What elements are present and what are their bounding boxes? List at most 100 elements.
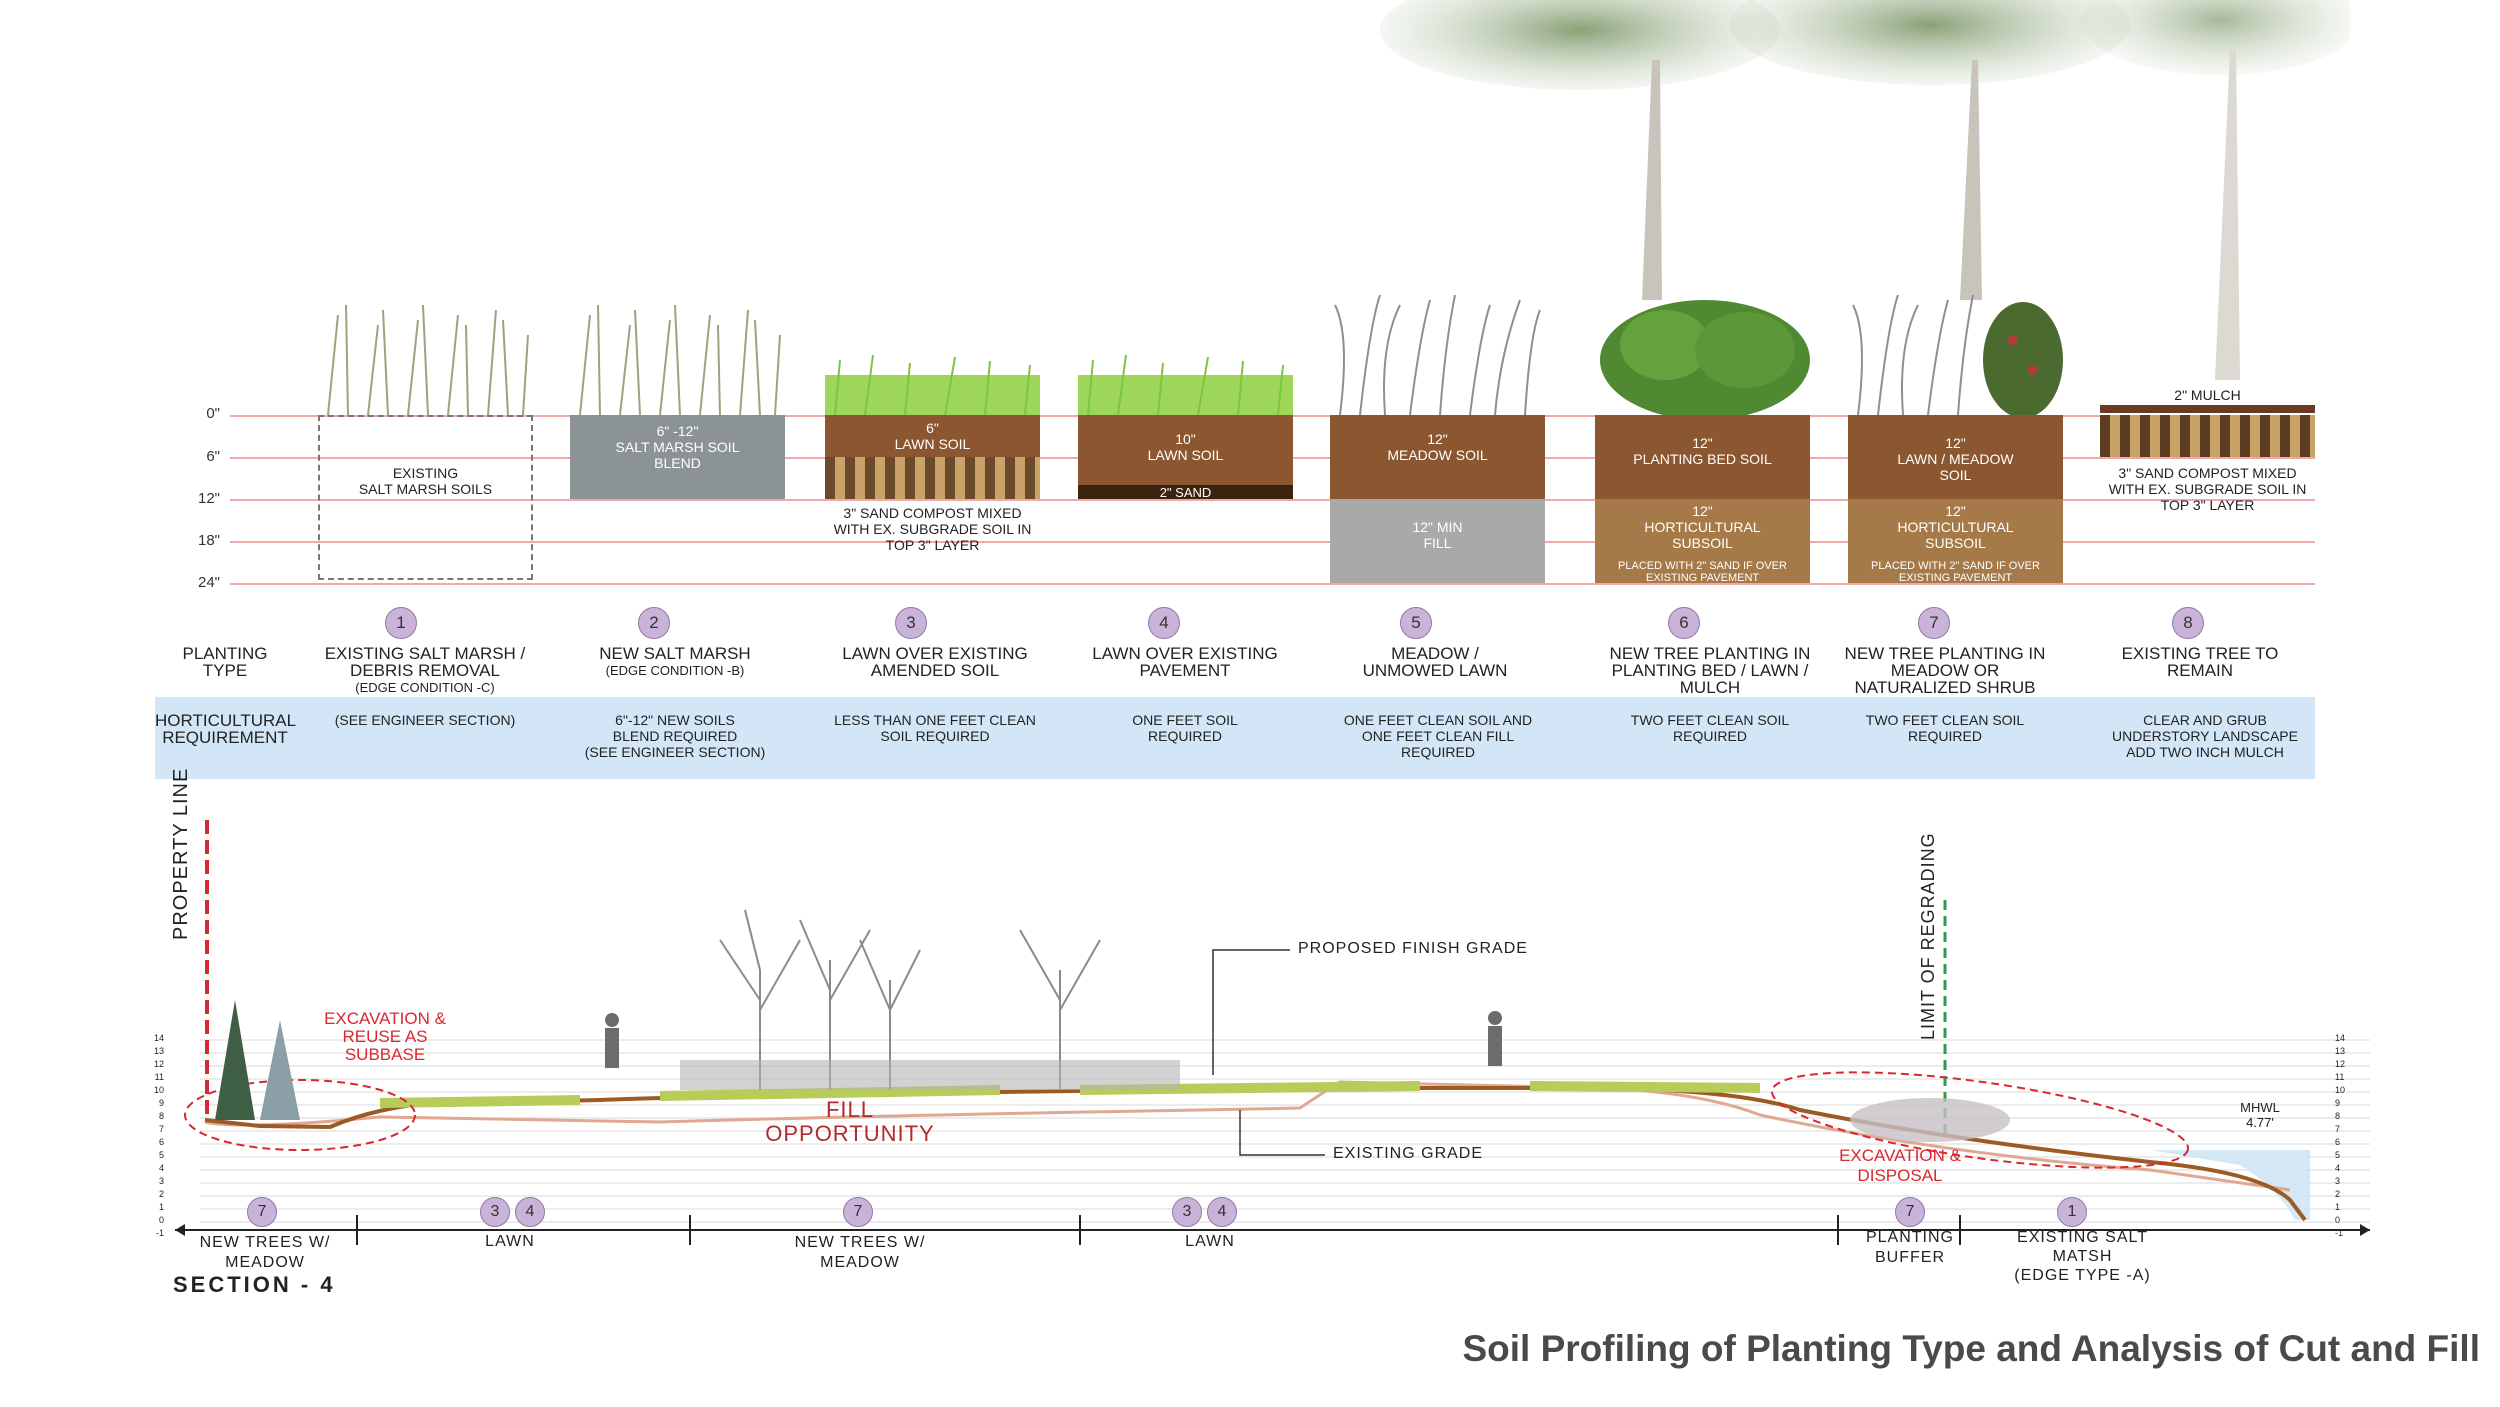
col1-soil-line2: SALT MARSH SOILS [358, 481, 493, 497]
col5-soil-line1: 12" [1427, 431, 1448, 447]
section-title: SECTION - 4 [173, 1272, 336, 1297]
planting-type-header: PLANTING TYPE [182, 644, 268, 680]
mulch-layer [2100, 405, 2315, 413]
col7-note-line2: EXISTING PAVEMENT [1898, 572, 2013, 584]
lawn-soil-layer [1078, 415, 1293, 485]
zone-badge-7: 7 [1895, 1197, 1925, 1227]
badge-5: 5 [1400, 607, 1432, 639]
horticultural-header: HORTICULTURAL REQUIREMENT [155, 711, 297, 747]
sand-compost-layer [2100, 415, 2315, 457]
depth-line-12 [230, 499, 2315, 501]
background-trees [1380, 0, 2350, 380]
col5-soil-line2: MEADOW SOIL [1387, 447, 1488, 463]
zone-label-new-trees-meadow: NEW TREES W/MEADOW [794, 1234, 926, 1271]
col4-sand-label: 2" SAND [1159, 485, 1212, 500]
col1-soil-line1: EXISTING [392, 465, 459, 481]
col8-mulch-label: 2" MULCH [2174, 387, 2241, 403]
salt-marsh-soil-blend [570, 415, 785, 499]
lawn-grass-icon [1078, 355, 1293, 415]
zone-label-lawn: LAWN [485, 1233, 535, 1250]
col2-soil-line3: BLEND [654, 455, 701, 471]
col6-note-line2: EXISTING PAVEMENT [1645, 572, 1760, 584]
col7-sub-line3: SUBSOIL [1925, 535, 1986, 551]
col3-below-line3: TOP 3" LAYER [885, 537, 980, 553]
col7-soil-line1: 12" [1945, 435, 1966, 451]
lawn-meadow-soil [1848, 415, 2063, 499]
zone-badge-7: 7 [247, 1197, 277, 1227]
depth-6: 6" [206, 448, 220, 465]
horticultural-requirement-band [155, 697, 2315, 779]
col2-soil-line2: SALT MARSH SOIL [615, 439, 740, 455]
col6-note-line1: PLACED WITH 2" SAND IF OVER [1618, 560, 1787, 572]
col3-soil-line1: 6" [926, 420, 939, 436]
depth-18: 18" [197, 532, 220, 549]
property-line-label: PROPERTY LINE [170, 767, 192, 940]
zone-badge-4: 4 [1207, 1197, 1237, 1227]
excavation-disposal-label: EXCAVATION &DISPOSAL [1839, 1146, 1961, 1185]
zone-badge-7: 7 [843, 1197, 873, 1227]
col8-below-line2: WITH EX. SUBGRADE SOIL IN [2108, 481, 2307, 497]
col7-note-line1: PLACED WITH 2" SAND IF OVER [1871, 560, 2040, 572]
col7-sub-line1: 12" [1945, 503, 1966, 519]
limit-of-regrading-label: LIMIT OF REGRADING [1918, 832, 1938, 1040]
col6-sub-line2: HORTICULTURAL [1644, 519, 1761, 535]
salt-marsh-grass-icon [327, 305, 529, 415]
col5-fill-line2: FILL [1423, 535, 1452, 551]
salt-marsh-grass-icon [579, 305, 781, 415]
meadow-soil-layer [1330, 415, 1545, 499]
zone-badge-1: 1 [2057, 1197, 2087, 1227]
col3-below-line2: WITH EX. SUBGRADE SOIL IN [833, 521, 1032, 537]
badge-6: 6 [1668, 607, 1700, 639]
planting-type-1: EXISTING SALT MARSH /DEBRIS REMOVAL(EDGE… [324, 644, 526, 695]
horticultural-subsoil [1595, 499, 1810, 583]
col6-soil-line1: 12" [1692, 435, 1713, 451]
existing-marsh-soil-outline [318, 415, 533, 580]
col5-fill-line1: 12" MIN [1412, 519, 1463, 535]
badge-2: 2 [638, 607, 670, 639]
planting-type-5: MEADOW /UNMOWED LAWN [1362, 644, 1508, 680]
proposed-finish-grade-label: PROPOSED FINISH GRADE [1298, 940, 1528, 957]
fill-layer [1330, 499, 1545, 583]
depth-12: 12" [197, 490, 220, 507]
depth-0: 0" [206, 405, 220, 422]
col3-below-line1: 3" SAND COMPOST MIXED [843, 505, 1022, 521]
sand-layer [1078, 485, 1293, 499]
planting-bed-soil [1595, 415, 1810, 499]
zone-label-new-trees-meadow: NEW TREES W/MEADOW [199, 1234, 331, 1271]
zone-badge-4: 4 [515, 1197, 545, 1227]
page-title: Soil Profiling of Planting Type and Anal… [1462, 1328, 2480, 1369]
meadow-shrub-icon [1852, 295, 2063, 415]
section-diagram [175, 820, 2370, 1245]
badge-7: 7 [1918, 607, 1950, 639]
col7-soil-line3: SOIL [1939, 467, 1972, 483]
col2-soil-line1: 6" -12" [656, 423, 699, 439]
col4-soil-line1: 10" [1175, 431, 1196, 447]
zone-badge-3: 3 [480, 1197, 510, 1227]
sand-compost-layer [825, 457, 1040, 499]
horticultural-subsoil [1848, 499, 2063, 583]
col4-soil-line2: LAWN SOIL [1147, 447, 1224, 463]
requirement-1: (SEE ENGINEER SECTION) [334, 712, 516, 728]
depth-line-24 [230, 583, 2315, 585]
depth-line-18 [230, 541, 2315, 543]
depth-24: 24" [197, 574, 220, 591]
col7-sub-line2: HORTICULTURAL [1897, 519, 2014, 535]
planting-type-2: NEW SALT MARSH(EDGE CONDITION -B) [599, 644, 751, 678]
lawn-soil-layer [825, 415, 1040, 457]
